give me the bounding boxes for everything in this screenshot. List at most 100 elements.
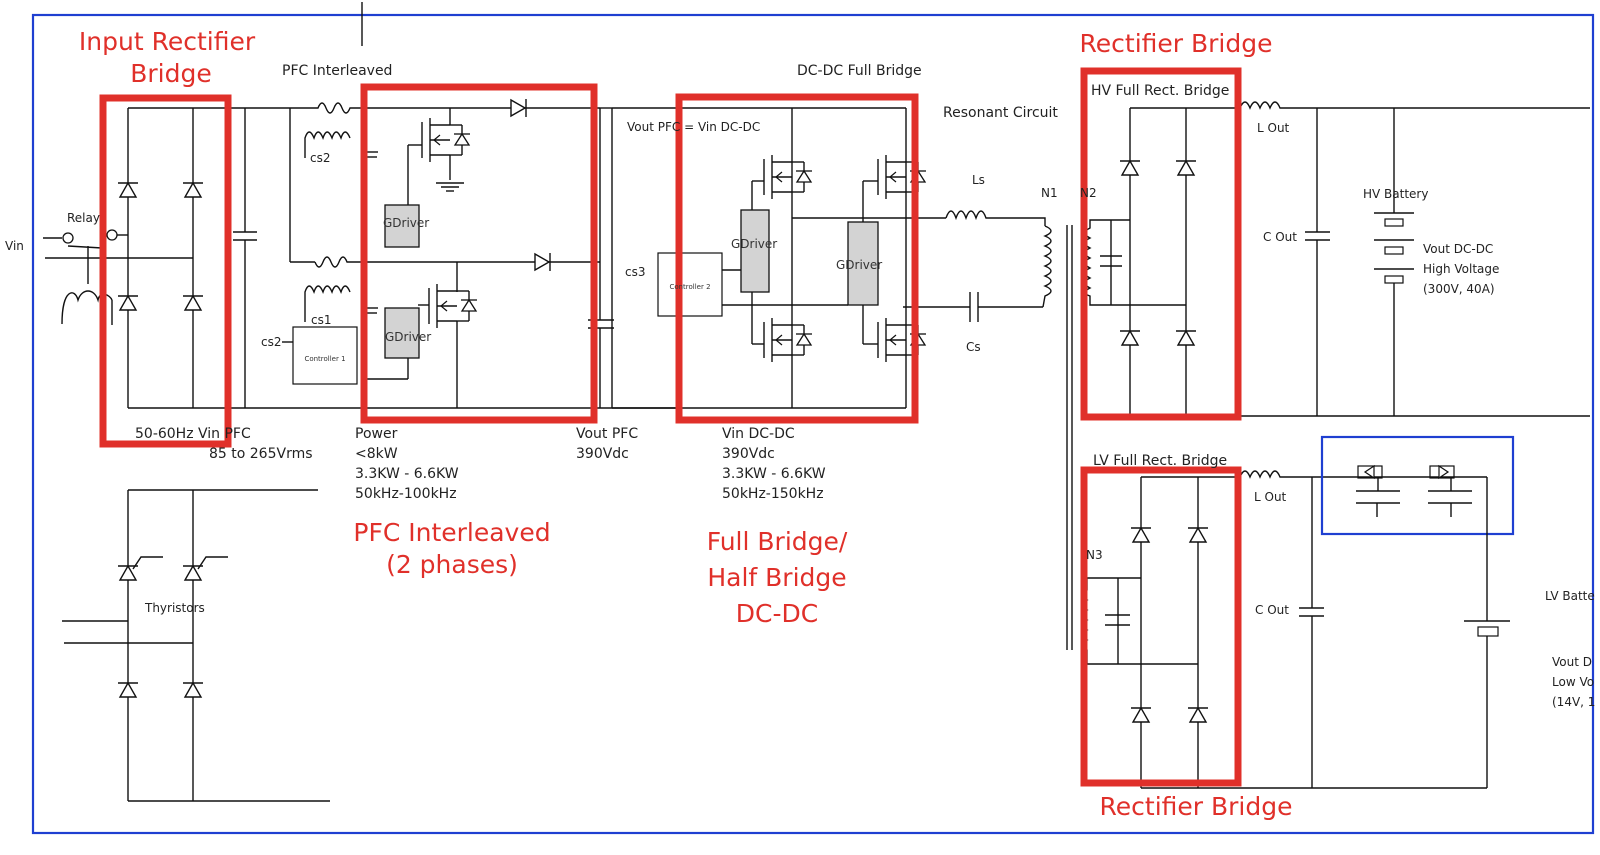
label-gdriver-pfc-1: GDriver	[383, 216, 429, 230]
label-hv-vout-line1: Vout DC-DC	[1423, 242, 1493, 256]
spec-power-line1: Power	[355, 426, 398, 442]
hv-rectifier-highlight	[1080, 67, 1242, 421]
label-lv-battery: LV Batte	[1545, 589, 1595, 603]
lv-rectifier-diode	[1130, 527, 1152, 543]
hv-output-inductor-icon	[1239, 101, 1590, 110]
label-cs1: cs1	[311, 313, 331, 327]
thyristor-bridge-circuit	[62, 489, 330, 802]
spec-input-line2: 85 to 265Vrms	[209, 446, 313, 462]
dcdc-mosfet	[877, 154, 927, 200]
input-rectifier-highlight	[99, 94, 232, 448]
gate-driver-pfc-1	[384, 204, 420, 248]
spec-vin-dcdc-line4: 50kHz-150kHz	[722, 486, 824, 502]
section-title-lv-bridge: LV Full Rect. Bridge	[1093, 453, 1227, 469]
dcdc-mosfet	[763, 317, 813, 363]
section-title-dcdc: DC-DC Full Bridge	[797, 63, 922, 79]
pfc-highlight	[360, 83, 598, 424]
controller-1-box	[292, 326, 358, 385]
label-gdriver-dcdc-1: GDriver	[731, 237, 777, 251]
dcdc-mosfet	[877, 317, 927, 363]
label-lv-vout-line2: Low Vo	[1552, 675, 1594, 689]
relay-contact-icon	[106, 229, 118, 241]
section-title-resonant: Resonant Circuit	[943, 105, 1058, 121]
hv-rectifier-diode	[1119, 160, 1141, 176]
diagram-frame	[31, 13, 1595, 835]
annotation-rectifier-top: Rectifier Bridge	[1080, 29, 1273, 58]
annotation-pfc-line1: PFC Interleaved	[353, 518, 550, 547]
label-vin: Vin	[5, 239, 24, 253]
lv-rectifier-diode	[1187, 527, 1209, 543]
label-lout-hv: L Out	[1257, 121, 1290, 135]
disconnect-switch-mosfets	[1356, 464, 1472, 517]
spec-vin-dcdc-line3: 3.3KW - 6.6KW	[722, 466, 826, 482]
pfc-output-diode	[534, 252, 551, 272]
label-lout-lv: L Out	[1254, 490, 1287, 504]
spec-vout-pfc-line2: 390Vdc	[576, 446, 629, 462]
thyristor-icon	[117, 565, 139, 581]
gate-driver-dcdc-1	[740, 209, 770, 293]
pfc-inductor-icon	[290, 102, 600, 114]
transformer	[1042, 219, 1100, 665]
rectifier-diode	[182, 295, 204, 311]
hv-rectifier-diode	[1175, 160, 1197, 176]
label-cs3: cs3	[625, 265, 645, 279]
spec-power-line3: 3.3KW - 6.6KW	[355, 466, 459, 482]
spec-power-line4: 50kHz-100kHz	[355, 486, 457, 502]
primary-winding-icon	[1042, 225, 1052, 308]
rectifier-diode	[182, 182, 204, 198]
label-hv-vout-line2: High Voltage	[1423, 262, 1499, 276]
gate-driver-pfc-2	[384, 307, 420, 359]
annotation-input-rectifier-line2: Bridge	[130, 59, 212, 88]
annotation-rectifier-bottom: Rectifier Bridge	[1100, 792, 1293, 821]
label-n1: N1	[1041, 186, 1058, 200]
pfc-circuit	[282, 98, 614, 408]
label-controller-2: Controller 2	[669, 283, 710, 291]
gate-driver-dcdc-2	[847, 221, 879, 306]
dcdc-full-bridge-circuit	[600, 107, 1046, 409]
pfc-inductor-icon	[314, 256, 600, 268]
label-n3: N3	[1086, 548, 1103, 562]
hv-battery-icon	[1374, 108, 1414, 416]
hv-rectifier-circuit	[1100, 101, 1590, 417]
hv-rectifier-diode	[1119, 330, 1141, 346]
pfc-mosfet	[428, 283, 478, 329]
section-title-hv-bridge: HV Full Rect. Bridge	[1091, 83, 1229, 99]
label-vout-pfc-eq: Vout PFC = Vin DC-DC	[627, 120, 760, 134]
thyristor-icon	[182, 565, 204, 581]
pfc-output-diode	[510, 98, 527, 118]
label-gdriver-pfc-2: GDriver	[385, 330, 431, 344]
dcdc-highlight	[675, 93, 919, 424]
annotation-input-rectifier-line1: Input Rectifier	[79, 27, 256, 56]
lv-rectifier-diode	[1130, 707, 1152, 723]
spec-vout-pfc-line1: Vout PFC	[576, 426, 638, 442]
label-lv-vout-line3: (14V, 1	[1552, 695, 1595, 709]
label-cs2-top: cs2	[310, 151, 330, 165]
hv-rectifier-diode	[1175, 330, 1197, 346]
label-cout-hv: C Out	[1263, 230, 1297, 244]
label-gdriver-dcdc-2: GDriver	[836, 258, 882, 272]
dcdc-mosfet	[763, 154, 813, 200]
label-hv-battery: HV Battery	[1363, 187, 1428, 201]
spec-vin-dcdc-line2: 390Vdc	[722, 446, 775, 462]
relay-contact-icon	[62, 232, 74, 244]
lv-output-inductor-icon	[1239, 470, 1487, 479]
annotation-dcdc-line3: DC-DC	[736, 599, 818, 628]
resonant-inductor-icon	[945, 210, 1046, 226]
spec-power-line2: <8kW	[355, 446, 398, 462]
disconnect-switch-highlight	[1320, 435, 1515, 536]
label-cout-lv: C Out	[1255, 603, 1289, 617]
section-title-thyristors: Thyristors	[144, 601, 205, 615]
annotation-dcdc-line2: Half Bridge	[707, 563, 846, 592]
lv-battery-icon	[1464, 477, 1510, 788]
label-controller-1: Controller 1	[304, 355, 345, 363]
label-n2: N2	[1080, 186, 1097, 200]
spec-input-line1: 50-60Hz Vin PFC	[135, 426, 251, 442]
thyristor-bridge-diode	[117, 682, 139, 698]
thyristor-bridge-diode	[182, 682, 204, 698]
label-ls: Ls	[972, 173, 985, 187]
section-title-pfc: PFC Interleaved	[282, 63, 392, 79]
annotation-dcdc-line1: Full Bridge/	[707, 527, 848, 556]
rectifier-diode	[117, 295, 139, 311]
pfc-mosfet	[421, 117, 471, 163]
label-lv-vout-line1: Vout D	[1552, 655, 1592, 669]
